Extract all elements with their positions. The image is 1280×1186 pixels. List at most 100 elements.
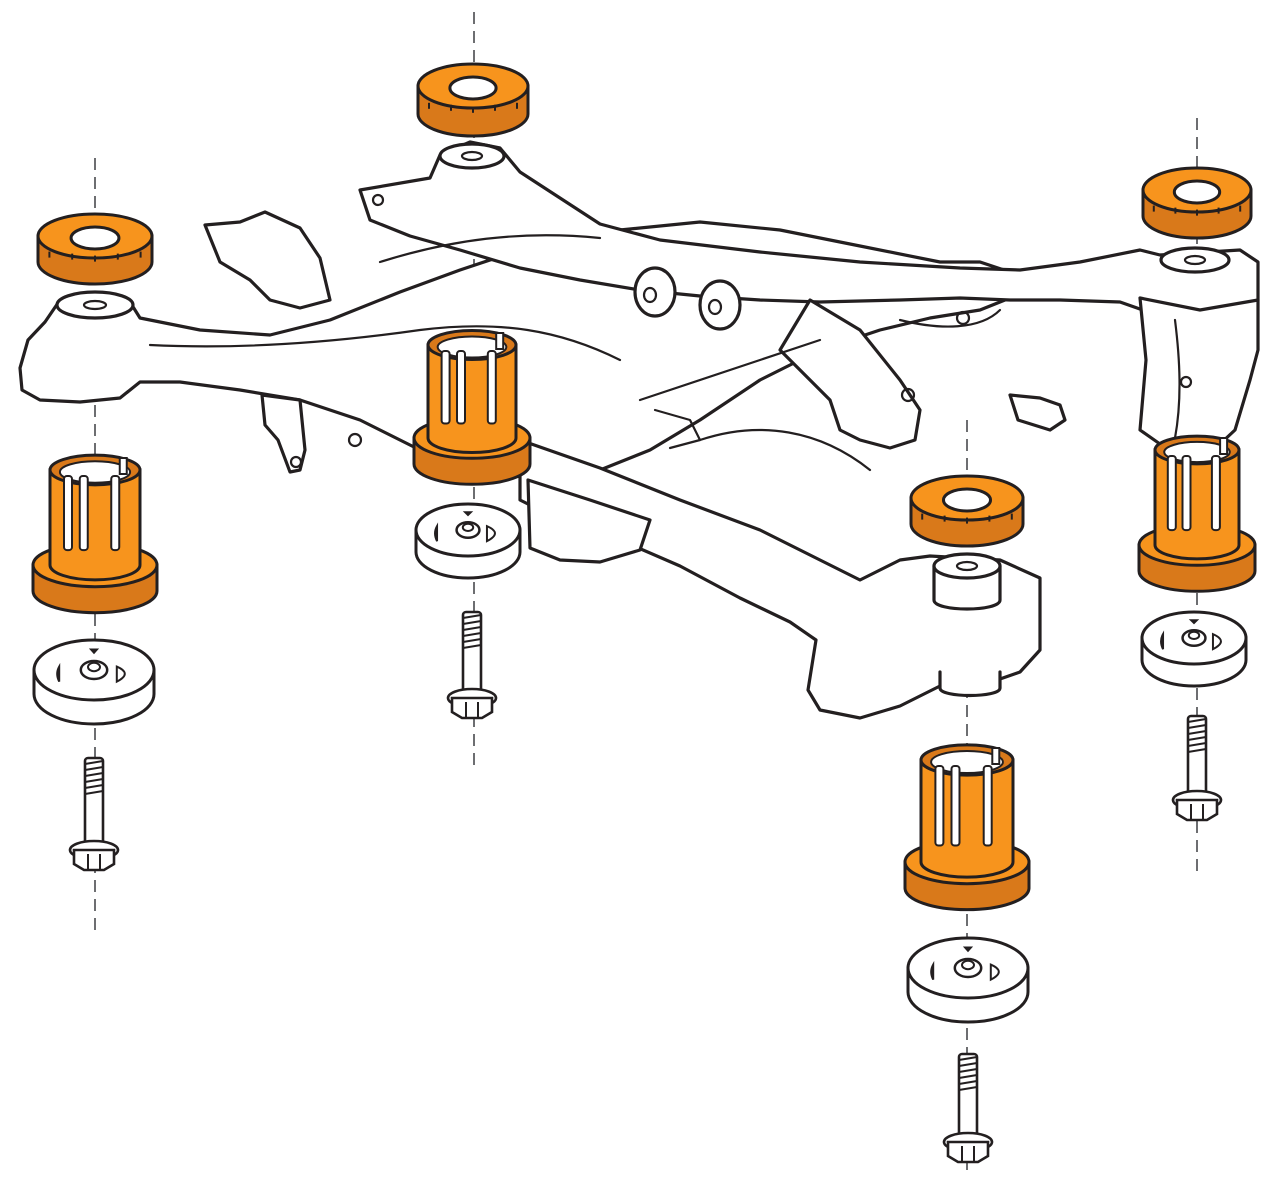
seat-front-center bbox=[438, 142, 506, 170]
subframe-hole-5 bbox=[1179, 375, 1193, 389]
subframe bbox=[18, 140, 1260, 720]
lower-washer-slot-front-left-1 bbox=[115, 665, 126, 684]
bolt-thread-rear-center-3 bbox=[958, 1074, 978, 1079]
top-washer-front-left bbox=[36, 212, 154, 286]
bolt-thread-rear-right-5 bbox=[1187, 748, 1207, 753]
bolt-shank-front-left bbox=[83, 756, 105, 852]
subframe-detail-2 bbox=[378, 234, 602, 264]
lower-washer-slot-front-left-0 bbox=[56, 662, 61, 683]
top-washer-rear-center bbox=[909, 474, 1025, 548]
seat-rear-right-hole bbox=[1183, 254, 1207, 266]
seat-rear-center-top bbox=[932, 552, 1002, 580]
sleeve-slot-rear-right-0 bbox=[1166, 455, 1177, 532]
bolt-thread-front-center-2 bbox=[462, 626, 482, 631]
bolt-thread-rear-right-0 bbox=[1187, 718, 1207, 723]
bolt-thread-front-center-4 bbox=[462, 638, 482, 643]
top-washer-hole-front-left bbox=[69, 225, 121, 251]
seat-front-left-hole bbox=[82, 299, 108, 311]
lower-washer-slot-rear-center-1 bbox=[989, 963, 1000, 982]
subframe-hole-6 bbox=[347, 432, 363, 448]
bolt-head-front-left bbox=[72, 848, 116, 872]
lower-washer-slot-rear-center-0 bbox=[930, 960, 935, 981]
lower-washer-collar-rear-right bbox=[1187, 630, 1201, 641]
subframe-hole-2-inner bbox=[707, 298, 723, 316]
sleeve-bushing-group bbox=[31, 328, 1257, 912]
subframe-detail-6 bbox=[1173, 318, 1181, 440]
seat-rear-center-hole bbox=[955, 560, 979, 572]
bolt-thread-rear-right-3 bbox=[1187, 736, 1207, 741]
bolt-thread-rear-right-1 bbox=[1187, 724, 1207, 729]
subframe-center-brace bbox=[778, 298, 922, 450]
bolt-thread-rear-center-4 bbox=[958, 1080, 978, 1085]
lower-washer-mark-front-center bbox=[462, 511, 474, 517]
sleeve-tab-front-center bbox=[495, 332, 505, 350]
subframe-detail-3 bbox=[638, 338, 822, 402]
sleeve-tab-front-left bbox=[118, 457, 128, 475]
subframe-right-bracket bbox=[1138, 296, 1260, 446]
top-washer-group bbox=[36, 62, 1253, 548]
sleeve-bushing-rear-center bbox=[903, 743, 1031, 912]
subframe-detail-5 bbox=[898, 308, 1002, 328]
bolt-thread-front-left-4 bbox=[84, 784, 104, 789]
lower-washer-mark-rear-right bbox=[1188, 619, 1200, 625]
top-washer-front-center bbox=[416, 62, 530, 138]
subframe-hole-4 bbox=[900, 387, 916, 403]
subframe-hole-8 bbox=[371, 193, 385, 207]
sleeve-slot-front-left-0 bbox=[63, 475, 73, 552]
bolt-thread-front-left-1 bbox=[84, 766, 104, 771]
sleeve-bushing-front-center bbox=[412, 328, 532, 486]
sleeve-slot-front-center-0 bbox=[440, 350, 451, 425]
seat-rear-center-lower-rim bbox=[938, 670, 1002, 698]
bolt-thread-front-left-0 bbox=[84, 760, 104, 765]
sleeve-tab-rear-center bbox=[991, 747, 1001, 765]
subframe-left-bracket bbox=[203, 210, 332, 310]
bolt-thread-rear-center-1 bbox=[958, 1062, 978, 1067]
sleeve-slot-rear-center-2 bbox=[982, 765, 993, 847]
bolt-thread-rear-center-2 bbox=[958, 1068, 978, 1073]
seat-front-center-hole bbox=[460, 150, 484, 162]
bolt-thread-front-center-5 bbox=[462, 644, 482, 649]
lower-washer-slot-front-center-1 bbox=[485, 524, 496, 543]
lower-washer-front-center bbox=[414, 502, 522, 580]
seat-rear-right bbox=[1159, 246, 1231, 274]
bolt-rear-right bbox=[1171, 714, 1223, 822]
subframe-lower-tab-center bbox=[526, 478, 652, 564]
top-washer-rear-right bbox=[1141, 166, 1253, 240]
top-washer-hole-rear-right bbox=[1172, 179, 1222, 205]
lower-washer-slot-rear-right-0 bbox=[1160, 630, 1165, 650]
bolt-thread-front-left-5 bbox=[84, 790, 104, 795]
lower-washer-slot-front-center-0 bbox=[434, 522, 439, 542]
subframe-detail-7 bbox=[653, 408, 702, 450]
subframe-lower-tab-left bbox=[260, 393, 307, 474]
lower-washer-front-left bbox=[32, 638, 156, 726]
lower-washer-mark-front-left bbox=[88, 648, 100, 655]
top-washer-hole-rear-center bbox=[941, 487, 993, 513]
subframe-detail-4 bbox=[698, 428, 872, 472]
bolt-shank-front-center bbox=[461, 610, 483, 700]
subframe-stub-right bbox=[1008, 393, 1067, 432]
bolt-thread-front-left-3 bbox=[84, 778, 104, 783]
lower-washer-slot-rear-right-1 bbox=[1211, 632, 1222, 651]
bolt-thread-rear-center-0 bbox=[958, 1056, 978, 1061]
subframe-hole-1-inner bbox=[642, 286, 658, 304]
subframe-detail-1 bbox=[148, 325, 622, 362]
seat-front-left bbox=[55, 290, 135, 320]
sleeve-slot-front-left-1 bbox=[78, 475, 89, 552]
bolt-head-rear-right bbox=[1175, 798, 1219, 822]
bolt-thread-rear-center-5 bbox=[958, 1086, 978, 1091]
subframe-hole-7 bbox=[289, 455, 303, 469]
bolt-front-left bbox=[68, 756, 120, 872]
sleeve-slot-front-center-2 bbox=[486, 350, 497, 425]
bolt-head-front-center bbox=[450, 696, 494, 720]
sleeve-bushing-front-left bbox=[31, 453, 159, 615]
bolt-thread-front-center-3 bbox=[462, 632, 482, 637]
bolt-front-center bbox=[446, 610, 498, 720]
bolt-shank-rear-right bbox=[1186, 714, 1208, 802]
lower-washer-mark-rear-center bbox=[962, 946, 974, 953]
lower-washer-collar-front-center bbox=[461, 522, 475, 533]
lower-washer-rear-center bbox=[906, 936, 1030, 1024]
lower-washer-collar-front-left bbox=[87, 661, 101, 673]
sleeve-slot-front-left-2 bbox=[110, 475, 121, 552]
